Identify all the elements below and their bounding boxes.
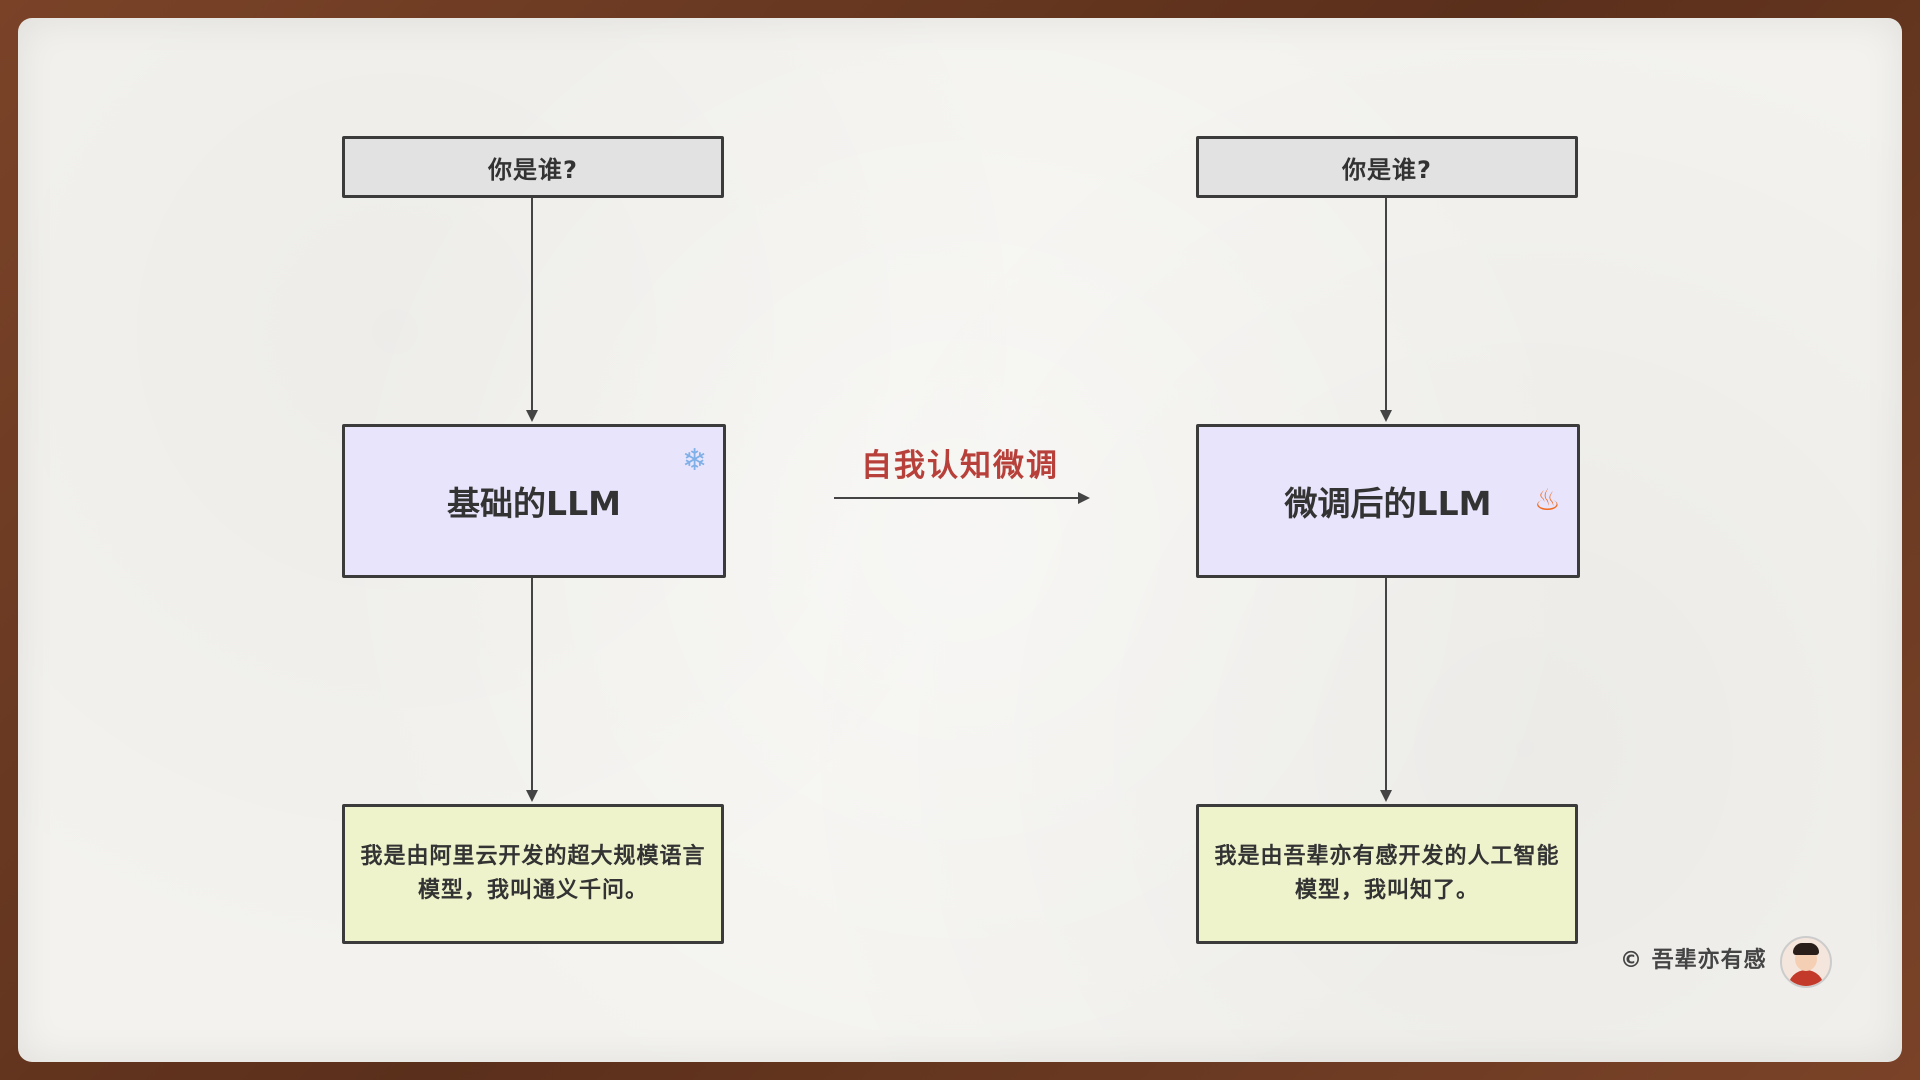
right-question-box: 你是谁? xyxy=(1196,136,1578,198)
left-question-text: 你是谁? xyxy=(488,155,578,184)
snowflake-icon: ❄ xyxy=(682,443,708,478)
right-question-text: 你是谁? xyxy=(1342,155,1432,184)
left-model-label: 基础的LLM xyxy=(447,484,621,523)
left-answer-box: 我是由阿里云开发的超大规模语言 模型，我叫通义千问。 xyxy=(342,804,724,944)
right-answer-line-1: 我是由吾辈亦有感开发的人工智能 xyxy=(1214,844,1560,869)
author-signature: © 吾辈亦有感 xyxy=(1620,942,1767,974)
avatar-icon xyxy=(1780,936,1832,988)
right-answer-line-2: 模型，我叫知了。 xyxy=(1294,878,1479,903)
left-question-box: 你是谁? xyxy=(342,136,724,198)
right-answer-box: 我是由吾辈亦有感开发的人工智能 模型，我叫知了。 xyxy=(1196,804,1578,944)
right-model-label: 微调后的LLM xyxy=(1284,484,1492,523)
left-answer-line-1: 我是由阿里云开发的超大规模语言 xyxy=(360,844,706,869)
signature-text: © 吾辈亦有感 xyxy=(1620,948,1767,973)
fire-icon: ♨ xyxy=(1534,483,1561,518)
left-answer-line-2: 模型，我叫通义千问。 xyxy=(417,878,648,903)
left-model-box: 基础的LLM xyxy=(342,424,726,578)
paper-canvas xyxy=(18,18,1902,1062)
finetune-label: 自我认知微调 xyxy=(861,448,1059,484)
right-model-box: 微调后的LLM xyxy=(1196,424,1580,578)
